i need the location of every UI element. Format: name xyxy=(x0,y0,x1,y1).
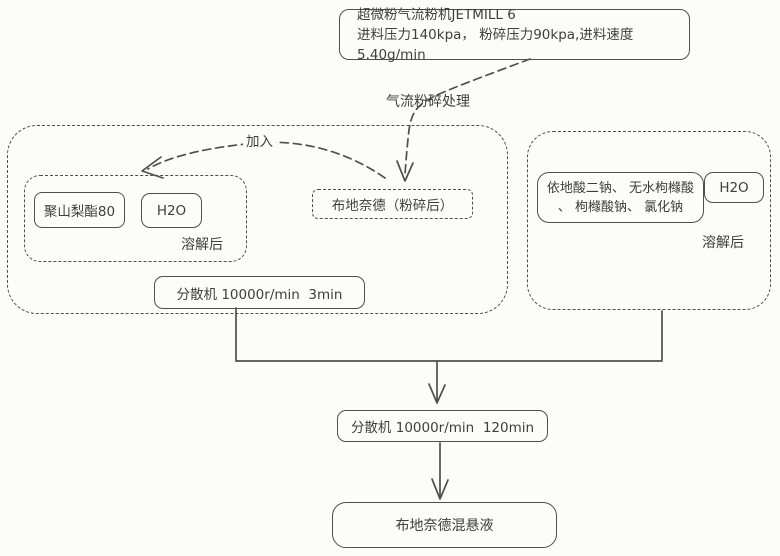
water-node-right: H2O xyxy=(704,172,764,203)
disperser-120min-node: 分散机 10000r/min 120min xyxy=(337,410,548,442)
budesonide-suspension-node: 布地奈德混悬液 xyxy=(332,502,557,548)
after-dissolving-label-right: 溶解后 xyxy=(702,235,744,251)
arrow-to-disperser2-head xyxy=(428,383,446,404)
jet-mill-name: 超微粉气流粉机JETMILL 6 xyxy=(357,6,516,23)
add-label: 加入 xyxy=(243,134,276,151)
jet-mill-box: 超微粉气流粉机JETMILL 6 进料压力140kpa， 粉碎压力90kpa,进… xyxy=(339,7,690,63)
left-process-container xyxy=(7,125,508,314)
polysorbate80-node: 聚山梨酯80 xyxy=(34,192,125,228)
water-node-left: H2O xyxy=(141,193,202,228)
after-dissolving-label-left: 溶解后 xyxy=(181,237,223,253)
salts-line1: 依地酸二钠、 无水枸橼酸 xyxy=(546,180,695,196)
jet-mill-parameters: 进料压力140kpa， 粉碎压力90kpa,进料速度5.40g/min xyxy=(357,26,634,63)
merge-line xyxy=(235,307,663,362)
budesonide-milled-node: 布地奈德（粉碎后） xyxy=(312,189,473,219)
right-process-container xyxy=(527,131,771,310)
left-dissolve-container xyxy=(24,175,247,262)
salts-node: 依地酸二钠、 无水枸橼酸 、 枸橼酸钠、 氯化钠 xyxy=(537,172,704,223)
salts-line2: 、 枸橼酸钠、 氯化钠 xyxy=(557,199,684,215)
disperser-3min-node: 分散机 10000r/min 3min xyxy=(154,276,365,309)
arrow-to-product-head xyxy=(431,478,449,500)
jet-milling-process-label: 气流粉碎处理 xyxy=(386,94,470,110)
